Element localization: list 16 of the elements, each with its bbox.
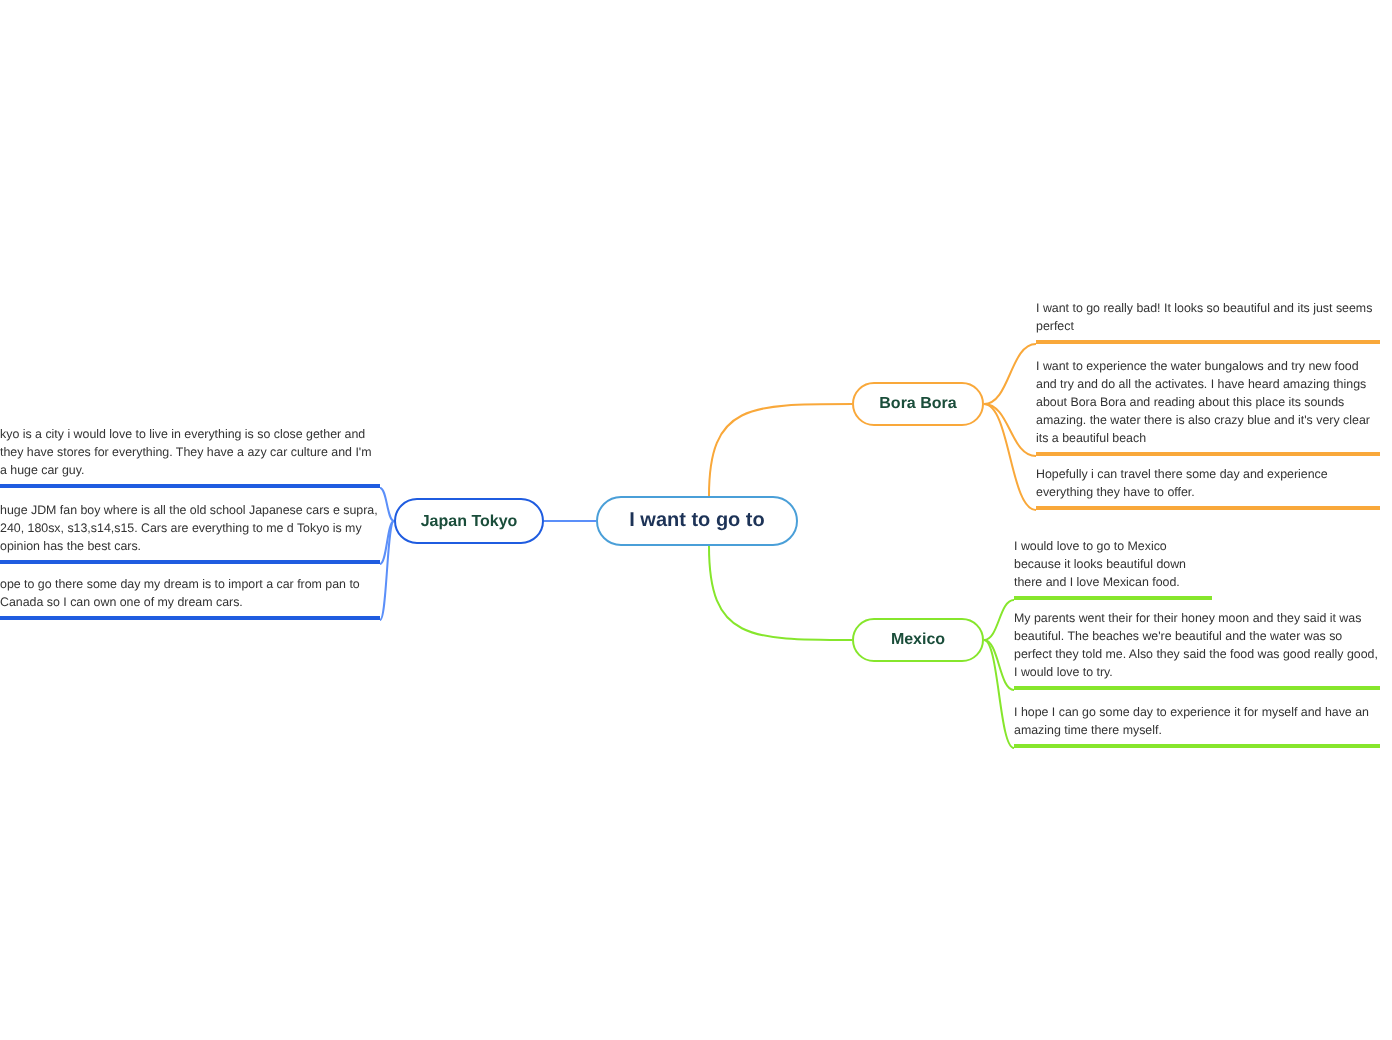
connector-line	[983, 403, 1037, 457]
connector-line	[983, 343, 1037, 405]
main-topic: Japan Tokyo	[394, 498, 544, 544]
main-topic: Bora Bora	[852, 382, 984, 426]
central-topic: I want to go to	[596, 496, 798, 546]
connector-line	[983, 639, 1015, 749]
main-topic: Mexico	[852, 618, 984, 662]
connector-line	[379, 487, 395, 522]
connector-line	[983, 599, 1015, 641]
connector-line	[379, 520, 395, 621]
connector-line	[543, 520, 597, 522]
connector-line	[983, 403, 1037, 511]
connector-line	[708, 545, 853, 641]
connector-line	[983, 639, 1015, 691]
connector-line	[708, 403, 853, 497]
connector-line	[379, 520, 395, 565]
